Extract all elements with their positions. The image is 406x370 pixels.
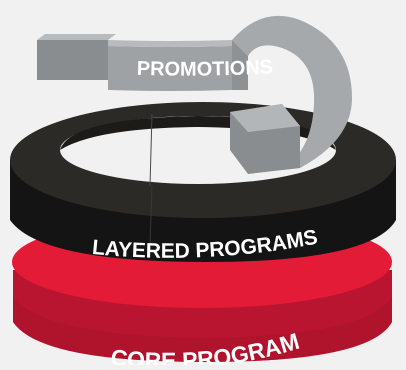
promotions-layer: PROMOTIONS (37, 15, 352, 174)
promotions-left-segment-side (37, 40, 108, 80)
promotions-band-top (108, 40, 232, 47)
ring-segment-divider (149, 185, 153, 246)
promotions-left-segment-top (37, 34, 116, 40)
promotions-arc-side (232, 40, 248, 90)
promotions-end-cap-face (230, 104, 300, 132)
promotions-label: PROMOTIONS (137, 56, 274, 80)
promotions-band-side (108, 46, 232, 91)
ring-segment-divider (149, 113, 153, 187)
promotions-arc-top (232, 15, 352, 170)
core-program-side-shade (13, 296, 392, 362)
